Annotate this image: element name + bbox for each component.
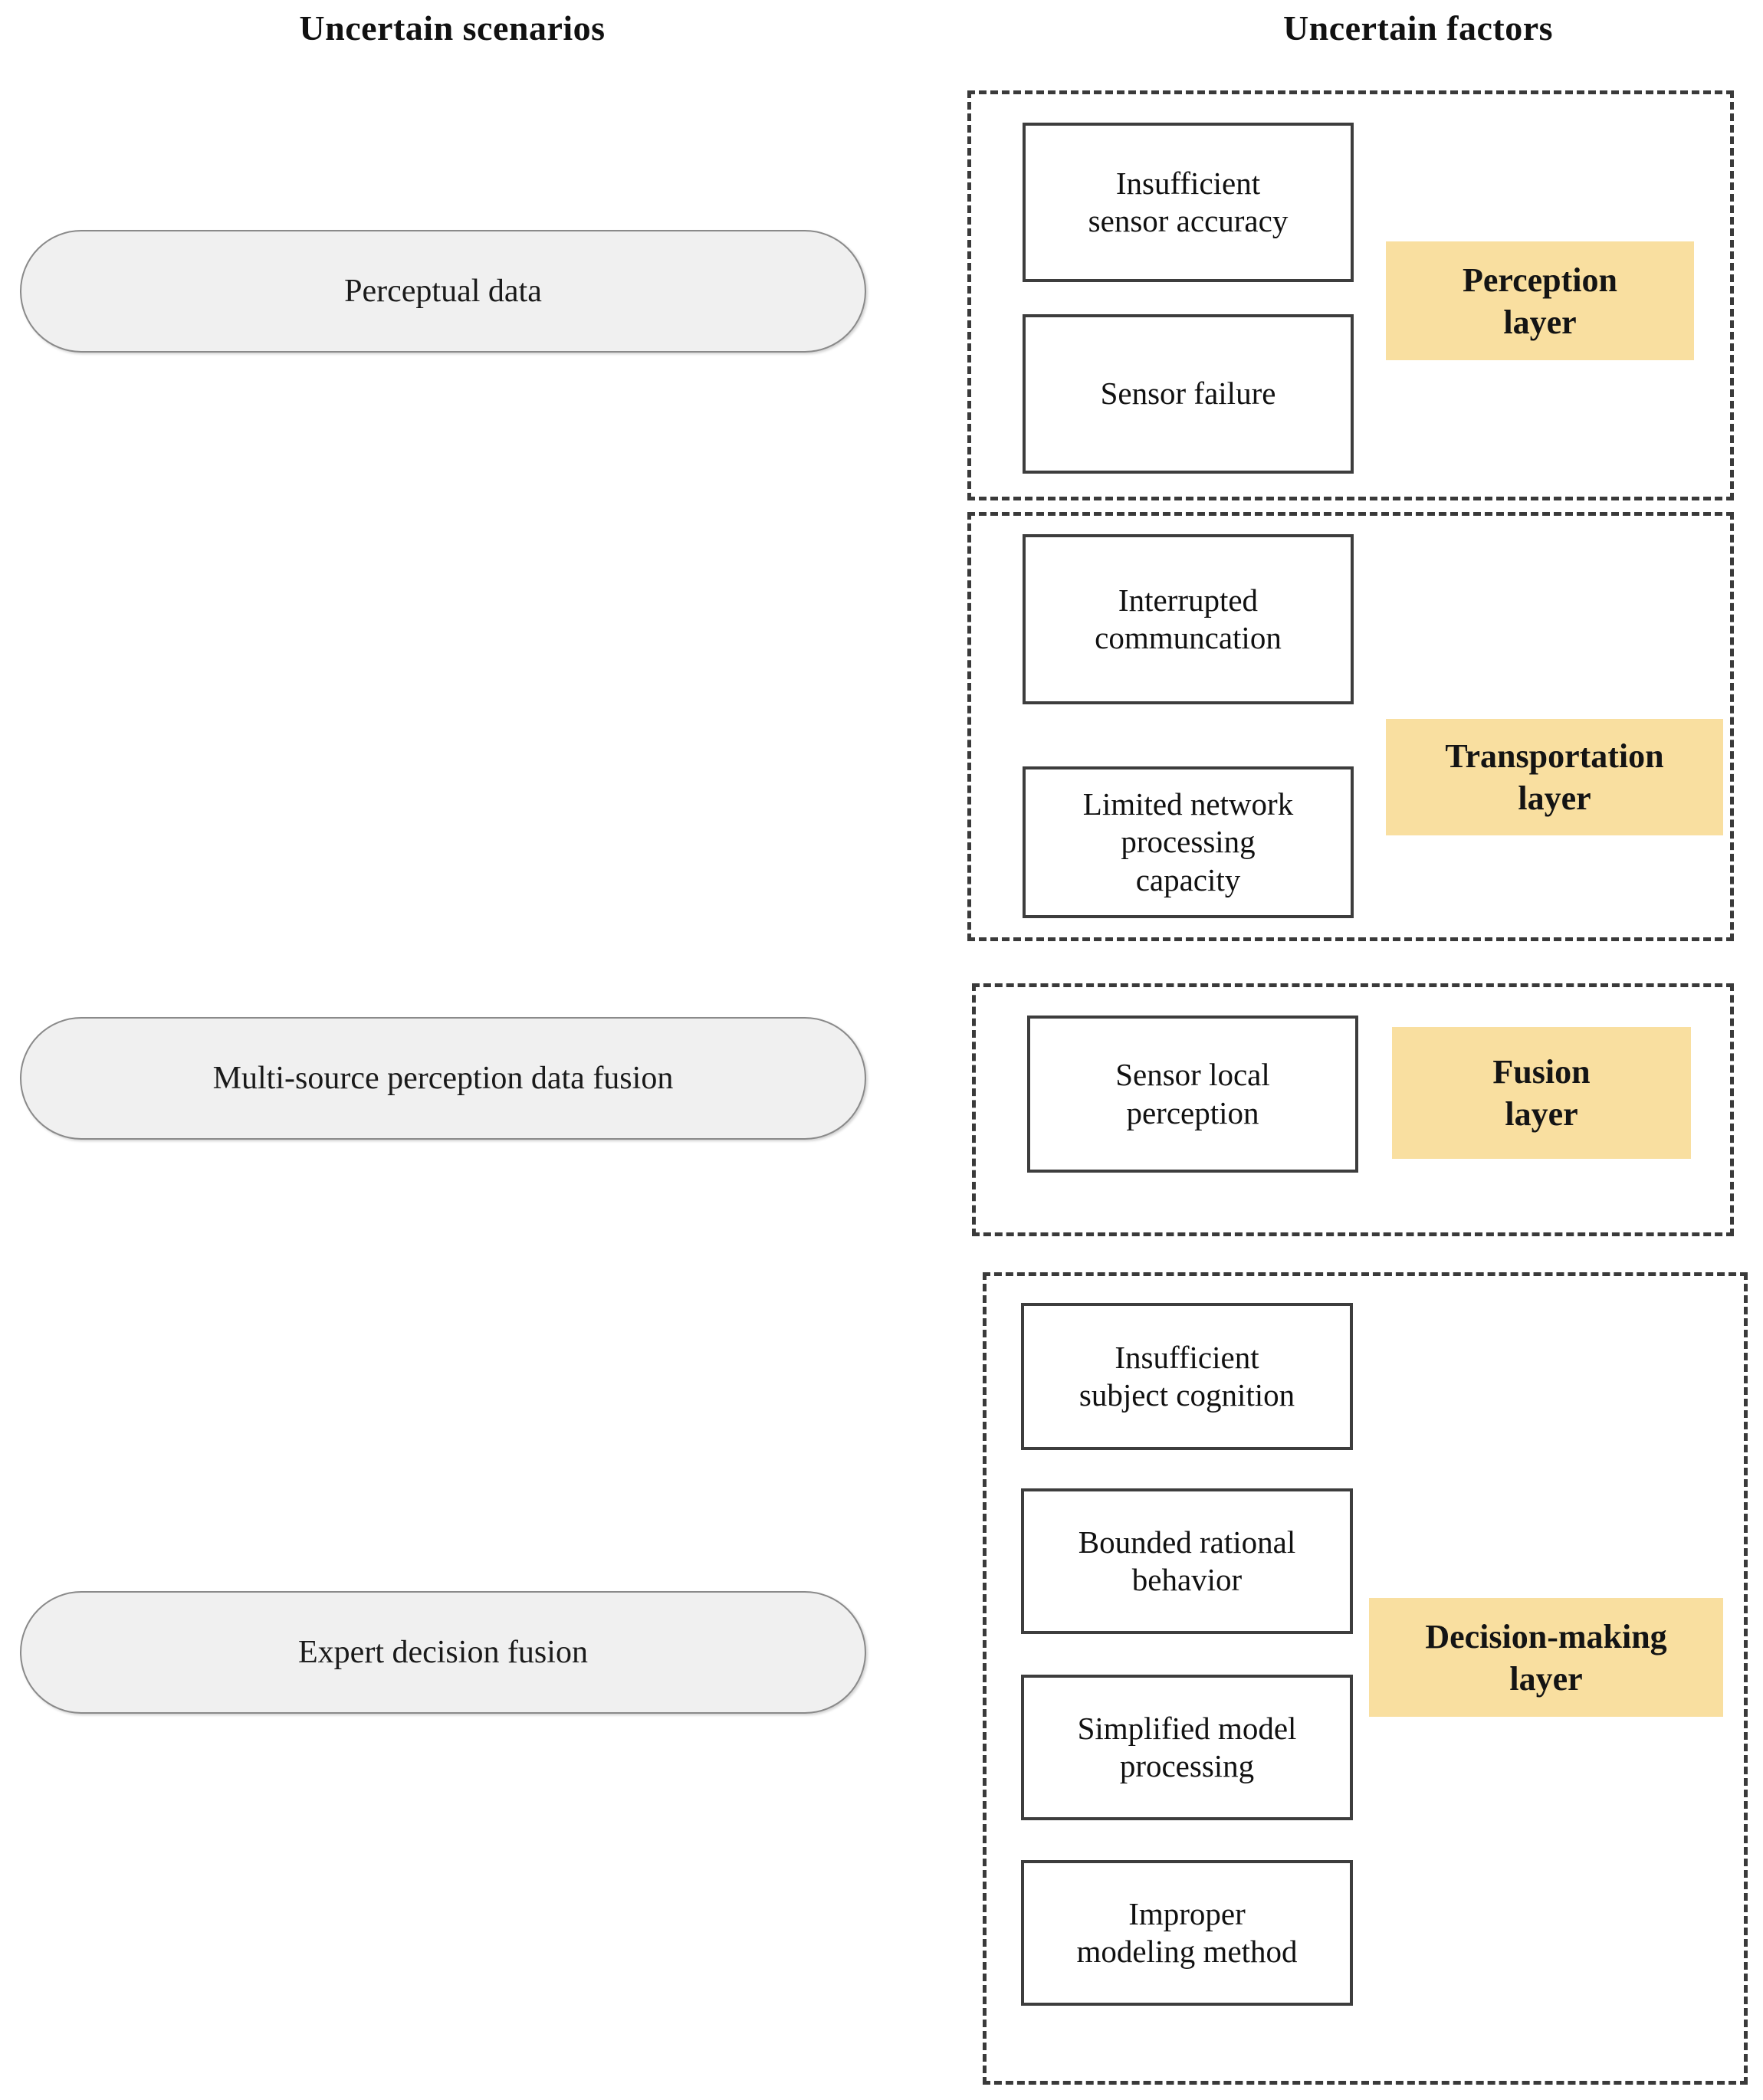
page-title-uncertain-scenarios: Uncertain scenarios: [299, 8, 606, 48]
scenario-pill-multi-source-perception-data-fusion[interactable]: Multi-source perception data fusion: [20, 1017, 866, 1140]
scenario-pill-expert-decision-fusion[interactable]: Expert decision fusion: [20, 1591, 866, 1714]
layer-group-fusion: [972, 983, 1734, 1236]
layer-group-transportation: [967, 512, 1734, 941]
factor-box-sensor-failure[interactable]: Sensor failure: [1023, 314, 1354, 474]
layer-group-decision-making: [983, 1272, 1748, 2085]
layer-group-perception: [967, 90, 1734, 500]
scenario-pill-perceptual-data[interactable]: Perceptual data: [20, 230, 866, 353]
page-title-uncertain-factors: Uncertain factors: [1282, 8, 1554, 48]
